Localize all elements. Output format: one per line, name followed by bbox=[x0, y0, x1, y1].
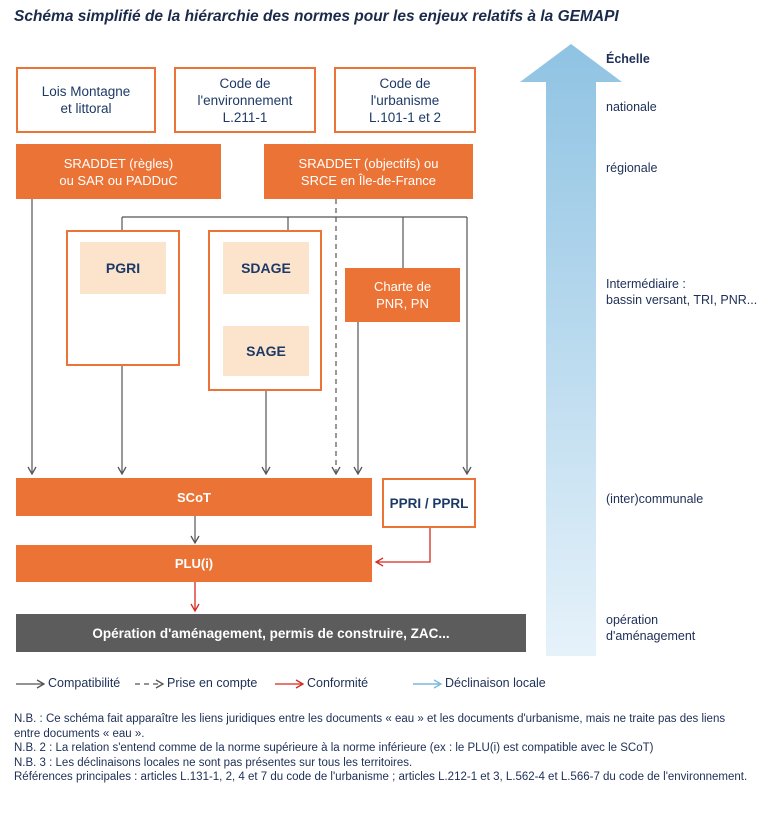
legend-compatibilite: Compatibilité bbox=[48, 676, 121, 690]
scale-level-intermediaire: Intermédiaire : bassin versant, TRI, PNR… bbox=[606, 277, 758, 307]
box-sraddet-objectifs: SRADDET (objectifs) ou SRCE en Île-de-Fr… bbox=[264, 144, 473, 199]
box-charte-pnr: Charte de PNR, PN bbox=[345, 268, 460, 322]
scale-level-operation: opération d'aménagement bbox=[606, 613, 696, 643]
scale-level-regionale: régionale bbox=[606, 161, 658, 175]
legend-declinaison-locale: Déclinaison locale bbox=[445, 676, 546, 690]
note-3: N.B. 3 : Les déclinaisons locales ne son… bbox=[14, 756, 413, 769]
link-ppri-plu bbox=[374, 528, 431, 567]
box-lois-montagne: Lois Montagne et littoral bbox=[16, 67, 156, 133]
note-2: N.B. 2 : La relation s'entend comme de l… bbox=[14, 742, 654, 754]
box-code-urbanisme: Code de l'urbanisme L.101-1 et 2 bbox=[334, 67, 476, 133]
scale-heading: Échelle bbox=[606, 52, 650, 66]
box-scot: SCoT bbox=[16, 478, 372, 516]
box-sdage: SDAGE bbox=[223, 242, 309, 294]
scale-arrow bbox=[520, 44, 622, 656]
scale-level-nationale: nationale bbox=[606, 100, 657, 114]
legend-prise-en-compte: Prise en compte bbox=[167, 676, 258, 690]
box-sraddet-regles: SRADDET (règles) ou SAR ou PADDuC bbox=[16, 144, 221, 199]
box-operation: Opération d'aménagement, permis de const… bbox=[16, 614, 526, 652]
scale-level-communale: (inter)communale bbox=[606, 492, 704, 506]
note-references: Références principales : articles L.131-… bbox=[14, 771, 748, 783]
box-pgri: PGRI bbox=[80, 242, 166, 294]
box-code-environnement: Code de l'environnement L.211-1 bbox=[174, 67, 316, 133]
diagram-title: Schéma simplifié de la hiérarchie des no… bbox=[14, 8, 619, 25]
notes: N.B. : Ce schéma fait apparaître les lie… bbox=[14, 712, 754, 785]
box-sage: SAGE bbox=[223, 326, 309, 376]
legend-conformite: Conformité bbox=[307, 676, 369, 690]
note-1: N.B. : Ce schéma fait apparaître les lie… bbox=[14, 713, 726, 740]
box-plui: PLU(i) bbox=[16, 545, 372, 582]
box-ppri-pprl: PPRI / PPRL bbox=[382, 478, 476, 528]
